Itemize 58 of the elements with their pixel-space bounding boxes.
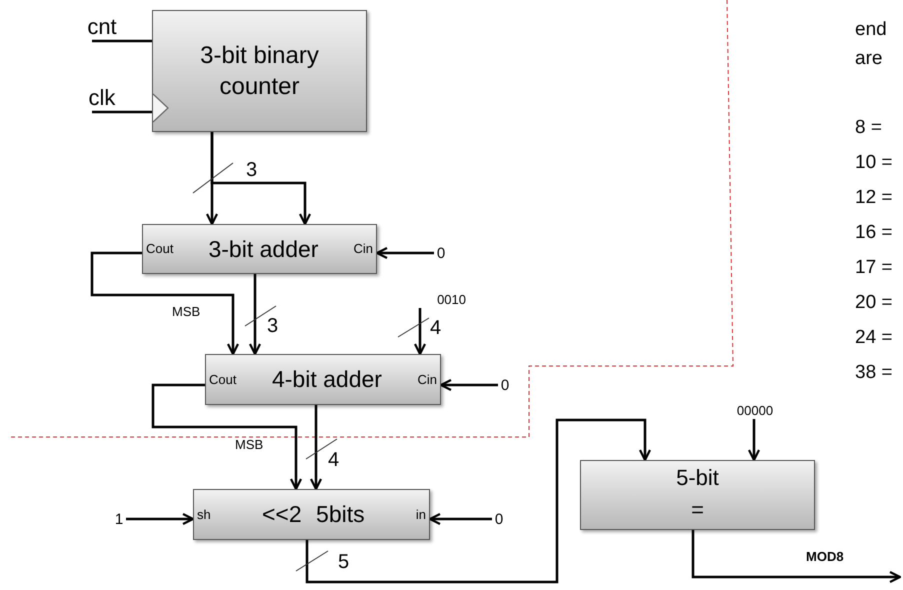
- comparator-block: [580, 460, 815, 530]
- signal-line: [92, 40, 152, 42]
- signal-name: cnt: [82, 13, 122, 41]
- bus-width-label: 3: [267, 316, 278, 336]
- block-label: 5-bit: [676, 464, 719, 492]
- arrow: [310, 405, 322, 490]
- note-text: 17 =: [855, 258, 894, 277]
- constant-value: 0: [492, 509, 506, 529]
- note-text: 12 =: [855, 188, 894, 207]
- port-label: Cin: [417, 370, 437, 389]
- arrow: [440, 378, 498, 392]
- arrow: [306, 418, 652, 584]
- block-label: =: [691, 496, 704, 524]
- block-label: 3-bit binary counter: [199, 40, 320, 102]
- block-label: <<2 5bits: [262, 500, 365, 530]
- note-text: 16 =: [855, 223, 894, 242]
- note-text: end: [855, 20, 888, 39]
- note-text: 20 =: [855, 293, 894, 312]
- bus-width-label: 3: [246, 160, 258, 180]
- note-text: are: [855, 49, 884, 68]
- note-text: 10 =: [855, 153, 894, 172]
- note-text: 8 =: [855, 118, 883, 137]
- port-label: in: [416, 506, 426, 524]
- edge-label: MOD8: [806, 550, 844, 563]
- signal-name: clk: [82, 84, 122, 112]
- port-label: Cin: [353, 240, 373, 258]
- bus-width-label: 4: [328, 450, 340, 470]
- arrow: [748, 419, 760, 462]
- shifter-block: [193, 489, 430, 540]
- arrow: [692, 530, 902, 584]
- arrow: [210, 132, 312, 226]
- constant-value: 1: [112, 509, 126, 529]
- port-label: Cout: [146, 240, 174, 258]
- constant-value: 00000: [732, 401, 778, 419]
- constant-value: 0: [434, 243, 448, 263]
- constant-value: 0010: [414, 290, 466, 308]
- signal-line: [92, 110, 152, 114]
- arrow: [428, 512, 492, 526]
- edge-label: MSB: [235, 438, 264, 451]
- block-label: 3-bit adder: [208, 234, 318, 264]
- arrow: [376, 246, 434, 260]
- arrow: [248, 274, 262, 356]
- constant-value: 0: [498, 375, 512, 395]
- bus-width-label: 5: [338, 552, 350, 572]
- port-label: Cout: [209, 370, 236, 389]
- arrow: [152, 384, 302, 490]
- note-text: 38 =: [855, 363, 894, 382]
- edge-label: MSB: [172, 305, 200, 318]
- port-label: sh: [197, 506, 211, 524]
- counter-block: [152, 10, 367, 132]
- bus-width-label: 4: [430, 318, 442, 338]
- arrow: [90, 252, 240, 356]
- arrow: [414, 308, 426, 356]
- block-label: 4-bit adder: [272, 365, 382, 394]
- note-text: 24 =: [855, 328, 894, 347]
- adder-block: [205, 354, 441, 405]
- adder-block: [142, 224, 377, 274]
- arrow: [126, 512, 194, 526]
